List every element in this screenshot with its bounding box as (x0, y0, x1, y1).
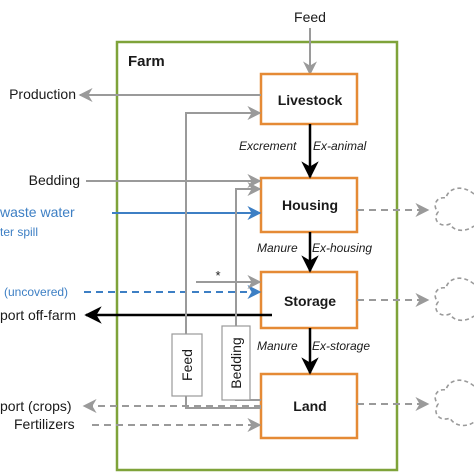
manure-housing-label: Manure (257, 241, 298, 255)
livestock-box (259, 72, 359, 126)
water-spill-label: ter spill (0, 225, 38, 239)
uncovered-label: (uncovered) (4, 285, 68, 299)
feed-top-label: Feed (294, 9, 326, 25)
housing-box (259, 176, 359, 234)
bedding-vertical-label: Bedding (228, 337, 244, 388)
cloud-icon (434, 277, 474, 322)
bedding-in-label: Bedding (29, 172, 80, 188)
storage-box (259, 270, 359, 330)
export-off-farm-label: port off-farm (0, 307, 76, 323)
waste-water-label: waste water (0, 204, 75, 220)
manure-storage-label: Manure (257, 339, 298, 353)
excrement-label: Excrement (239, 139, 297, 153)
land-label: Land (293, 398, 326, 414)
ex-housing-label: Ex-housing (312, 241, 372, 255)
storage-label: Storage (284, 293, 336, 309)
farm-boundary (115, 40, 399, 472)
ex-animal-label: Ex-animal (313, 139, 367, 153)
feed-recycle-line (185, 106, 262, 409)
production-label: Production (9, 86, 76, 102)
land-box (259, 372, 359, 440)
feed-vertical-label: Feed (179, 349, 195, 381)
bedding-vertical-box (221, 325, 251, 401)
livestock-label: Livestock (278, 92, 343, 108)
feed-vertical-box (171, 333, 203, 397)
ex-storage-label: Ex-storage (312, 339, 370, 353)
housing-label: Housing (282, 197, 338, 213)
export-crops-label: port (crops) (0, 398, 72, 414)
cloud-icon (434, 187, 474, 232)
farm-title: Farm (128, 53, 165, 70)
cloud-icon (434, 379, 474, 427)
fertilizers-label: Fertilizers (14, 416, 75, 432)
asterisk-label: * (215, 268, 220, 283)
